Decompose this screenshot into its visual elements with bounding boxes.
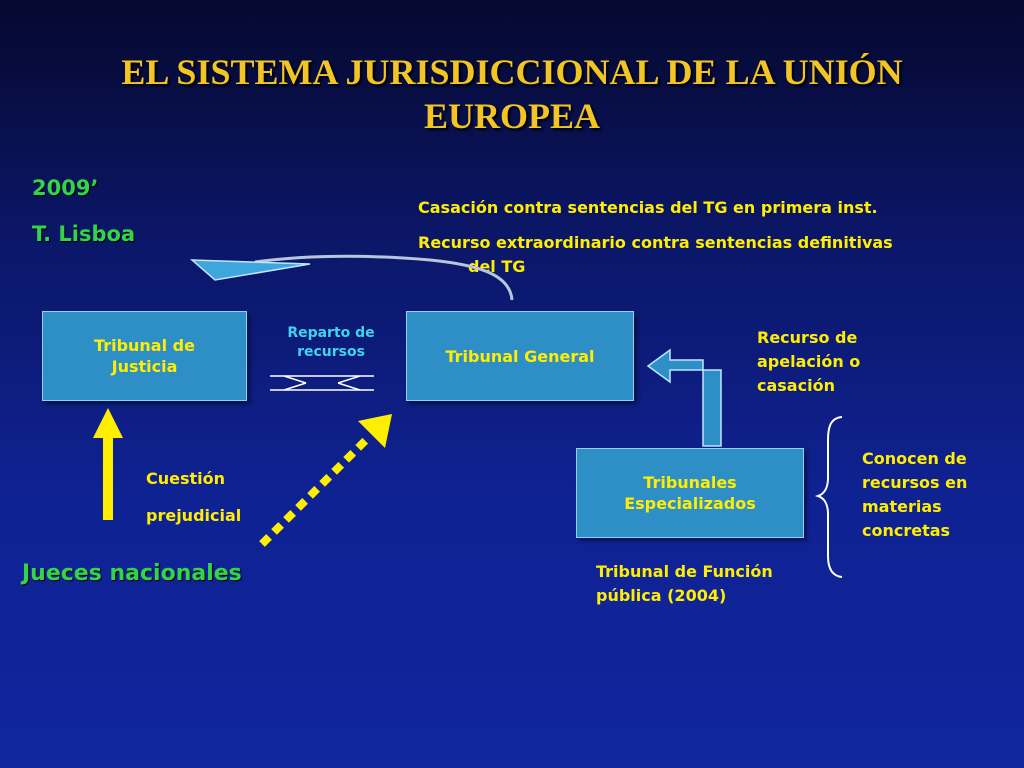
funcion-publica-line-1: Tribunal de Función — [596, 562, 773, 581]
conocen-line-4: concretas — [862, 521, 951, 540]
box-tribunales-especializados: Tribunales Especializados — [576, 448, 804, 538]
reparto-label: Reparto de recursos — [270, 324, 392, 362]
curved-arrow-head — [189, 259, 311, 281]
jueces-nacionales-label: Jueces nacionales — [22, 561, 242, 586]
slide-title-line-2: EUROPEA — [423, 96, 600, 136]
top-note-line-1: Casación contra sentencias del TG en pri… — [418, 198, 878, 217]
cuestion-line-2: prejudicial — [146, 506, 242, 525]
conocen-line-2: recursos en — [862, 473, 968, 492]
slide-title: EL SISTEMA JURISDICCIONAL DE LA UNIÓN EU… — [0, 50, 1024, 138]
appeal-bent-arrow-icon — [646, 348, 722, 447]
conocen-line-3: materias — [862, 497, 942, 516]
dashed-arrow-shaft — [259, 433, 373, 547]
box-tribunal-justicia-label: Tribunal de Justicia — [94, 336, 195, 376]
recurso-apelacion-label: Recurso de apelación o casación — [757, 326, 860, 398]
recurso-apelacion-line-3: casación — [757, 376, 835, 395]
cuestion-line-1: Cuestión — [146, 469, 226, 488]
slide-title-line-1: EL SISTEMA JURISDICCIONAL DE LA UNIÓN — [121, 52, 903, 92]
treaty-label: T. Lisboa — [32, 222, 136, 246]
recurso-apelacion-line-2: apelación o — [757, 352, 861, 371]
reparto-line-2: recursos — [297, 344, 365, 360]
box-tribunales-especializados-label: Tribunales Especializados — [624, 473, 756, 513]
box-tribunal-general-label: Tribunal General — [445, 346, 595, 366]
box-tribunal-justicia: Tribunal de Justicia — [42, 311, 247, 401]
conocen-label: Conocen de recursos en materias concreta… — [862, 447, 967, 543]
cuestion-prejudicial-label: Cuestión prejudicial — [146, 460, 241, 534]
dashed-arrow-head — [358, 414, 392, 448]
year-label: 2009’ — [32, 176, 99, 200]
box-tribunal-general: Tribunal General — [406, 311, 634, 401]
recurso-apelacion-line-1: Recurso de — [757, 328, 858, 347]
conocen-line-1: Conocen de — [862, 449, 967, 468]
curved-arrow-shaft — [254, 254, 514, 301]
funcion-publica-line-2: pública (2004) — [596, 586, 727, 605]
reparto-double-arrow-icon — [270, 375, 374, 391]
reparto-line-1: Reparto de — [287, 325, 375, 341]
funcion-publica-label: Tribunal de Función pública (2004) — [596, 560, 773, 608]
curly-brace-icon — [814, 416, 843, 578]
cuestion-arrow-head — [93, 408, 123, 438]
top-note-line-2: Recurso extraordinario contra sentencias… — [418, 233, 893, 252]
